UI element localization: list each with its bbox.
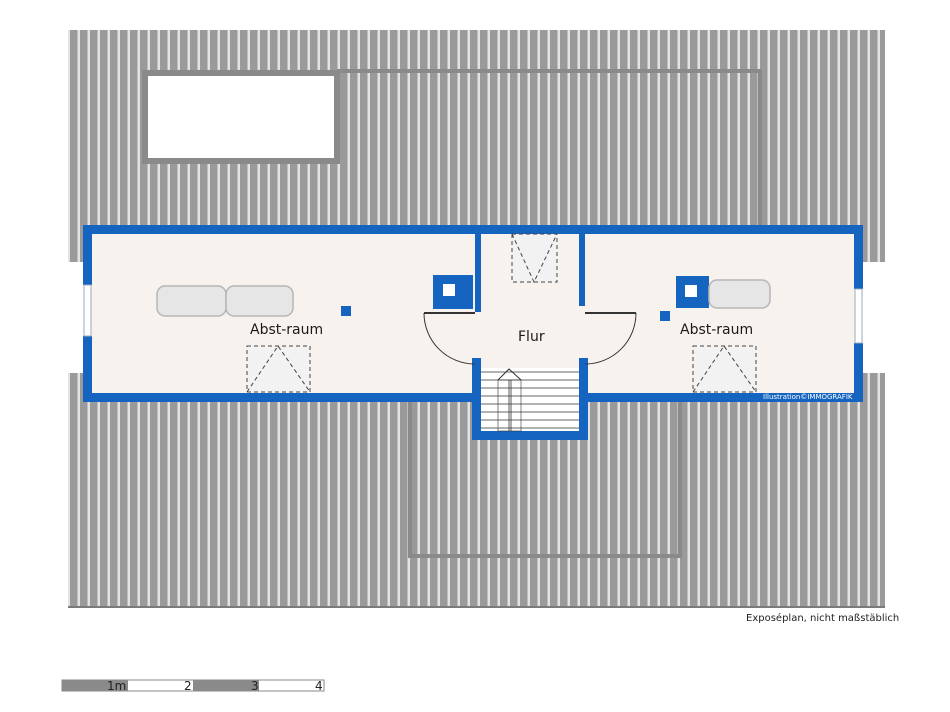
illustration-credit: Illustration©IMMOGRAFIK (763, 393, 853, 401)
scale-bar (61, 679, 325, 692)
scale-tick-label: 2 (184, 679, 192, 693)
walls (83, 225, 863, 440)
roof-hatches (246, 233, 757, 393)
room-label-right: Abst-raum (680, 322, 754, 338)
doors (423, 312, 637, 365)
room-label-center: Flur (518, 329, 545, 345)
room-label-left: Abst-raum (250, 322, 324, 338)
scale-tick-label: 4 (315, 679, 323, 693)
scale-unit-label: 1m (107, 679, 127, 693)
skylight-window (142, 70, 340, 164)
roof-windows (156, 279, 771, 317)
side-windows (83, 284, 863, 344)
plan-note: Exposéplan, nicht maßstäblich (746, 613, 900, 624)
stairs (481, 368, 579, 432)
scale-tick-label: 3 (251, 679, 259, 693)
